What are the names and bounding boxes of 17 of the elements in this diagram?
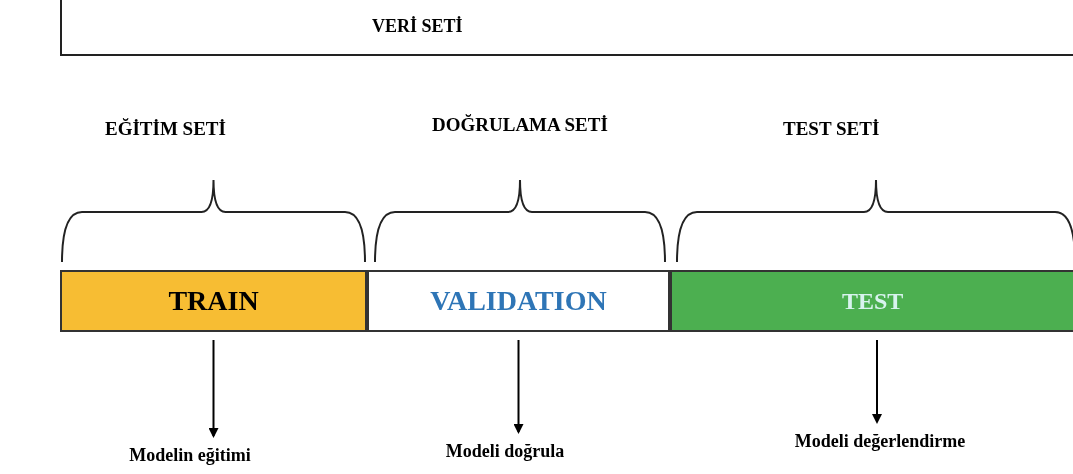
arrow	[872, 339, 882, 424]
validation-segment	[367, 270, 670, 332]
arrow	[513, 339, 524, 434]
train-segment	[60, 270, 367, 332]
brace-label: EĞİTİM SETİ	[105, 118, 226, 140]
segment-label: TRAIN	[168, 285, 259, 317]
segment-label: VERİ SETİ	[372, 15, 463, 37]
brace-label: DOĞRULAMA SETİ	[432, 114, 608, 136]
step-label: Modeli doğrula	[445, 440, 565, 462]
brace-label: TEST SETİ	[783, 118, 880, 140]
arrow	[208, 339, 219, 438]
segment-label: TEST	[842, 287, 904, 315]
step-label: Modeli değerlendirme	[794, 430, 966, 452]
step-label: Modelin eğitimi	[129, 444, 251, 466]
dataset-box	[60, 0, 1073, 56]
test-segment	[670, 270, 1073, 332]
segment-label: VALIDATION	[430, 285, 607, 317]
